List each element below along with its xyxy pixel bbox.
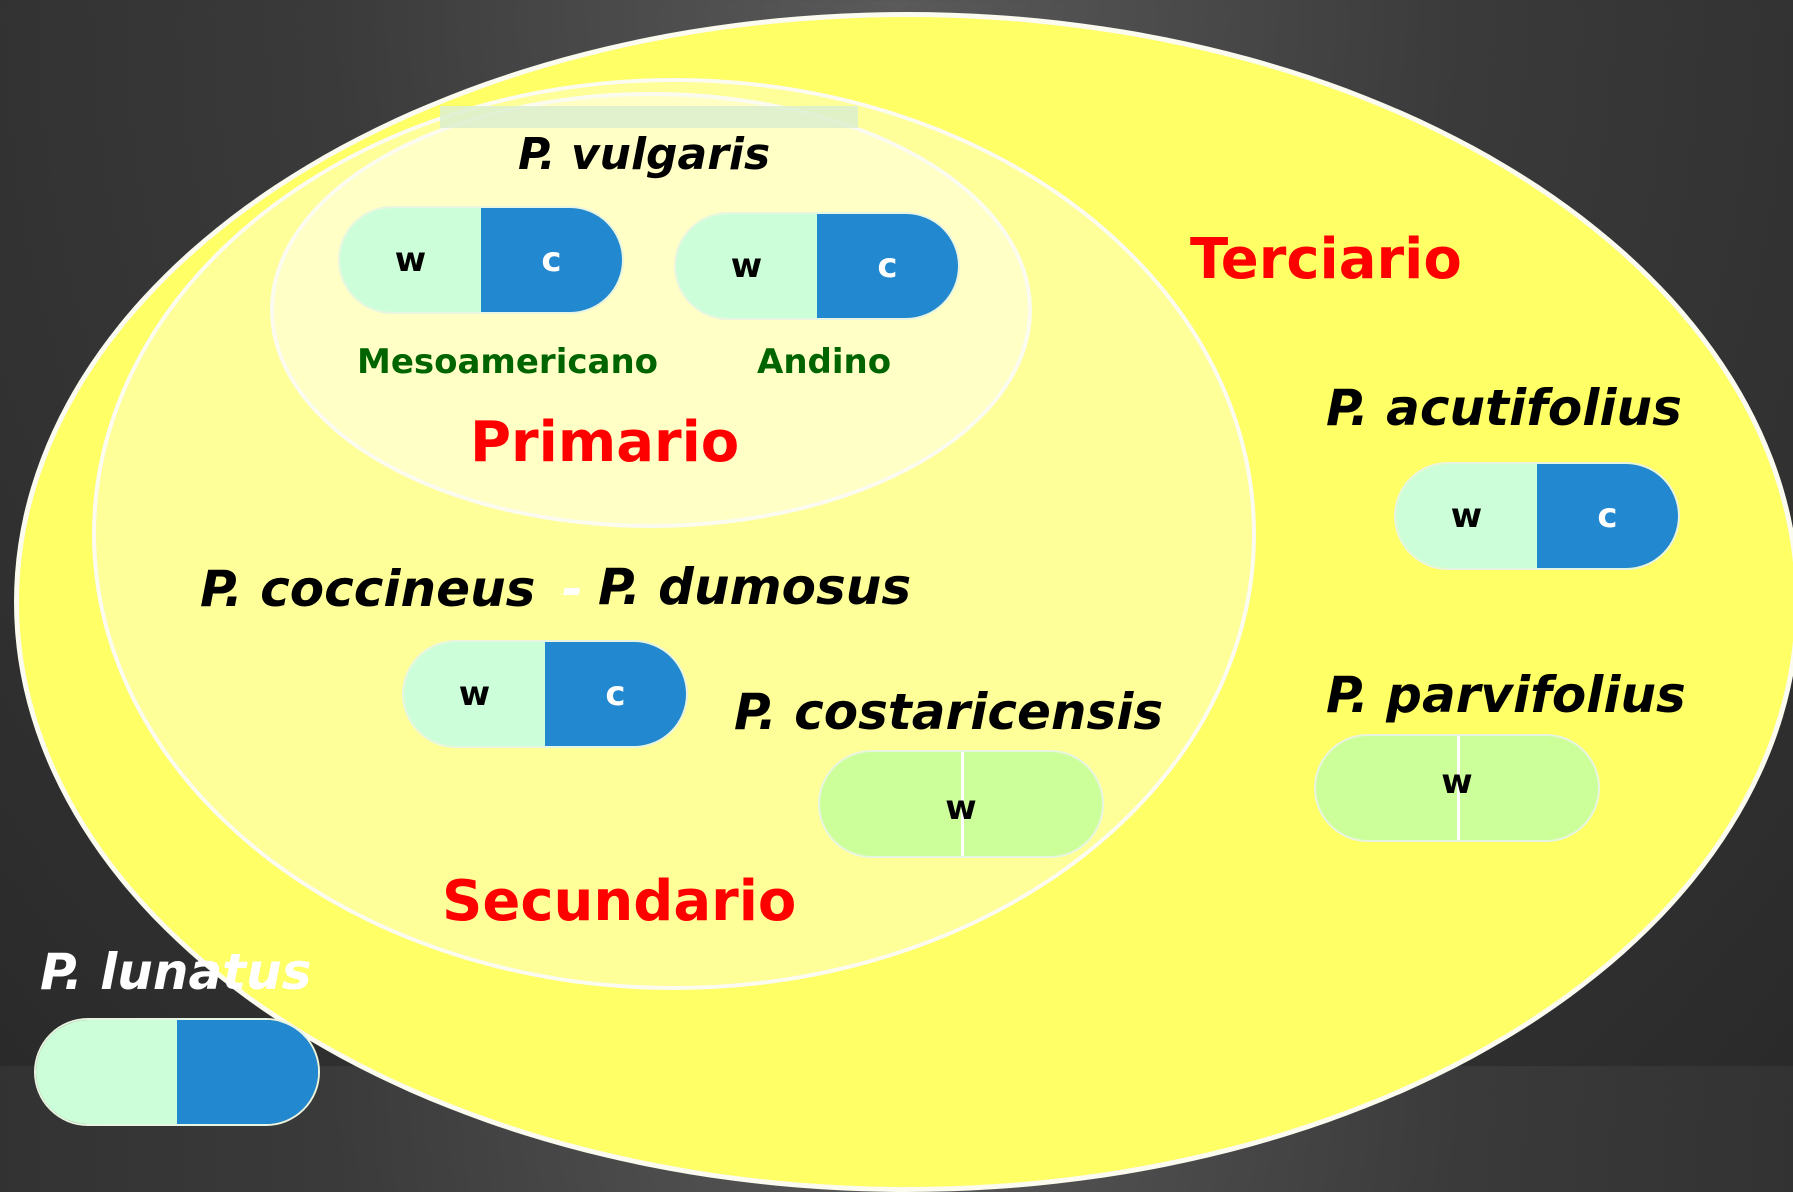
species-dumosus: P. dumosus — [598, 558, 912, 616]
pill-wild-half: w — [1396, 464, 1537, 568]
pill-vulgaris-mesoamerican: w c — [338, 206, 624, 314]
pool-label-tertiary: Terciario — [1190, 227, 1462, 292]
pill-cultivated-half: c — [545, 642, 686, 746]
pill-acutifolius: w c — [1394, 462, 1680, 570]
pill-parvifolius-wild-only: w — [1314, 734, 1600, 842]
pill-wild-label: w — [1441, 762, 1473, 802]
pill-divider — [1457, 736, 1460, 840]
species-parvifolius: P. parvifolius — [1326, 666, 1686, 724]
species-separator-dash: - — [562, 560, 583, 618]
pill-costaricensis-wild-only: w — [818, 750, 1104, 858]
species-acutifolius: P. acutifolius — [1326, 379, 1682, 437]
pool-label-primary: Primario — [470, 410, 740, 475]
species-lunatus: P. lunatus — [40, 943, 312, 1001]
pool-label-secondary: Secundario — [442, 869, 797, 934]
pill-wild-half: w — [676, 214, 817, 318]
pill-wild-half — [36, 1020, 177, 1124]
gene-pool-mesoamerican: Mesoamericano — [357, 342, 659, 382]
pill-lunatus — [34, 1018, 320, 1126]
pill-divider — [961, 752, 964, 856]
pill-cultivated-half — [177, 1020, 318, 1124]
gene-pool-andean: Andino — [757, 342, 892, 382]
species-vulgaris: P. vulgaris — [518, 129, 771, 180]
pill-vulgaris-andean: w c — [674, 212, 960, 320]
pill-cultivated-half: c — [481, 208, 622, 312]
title-highlight-bar — [440, 106, 858, 128]
pill-coccineus-dumosus: w c — [402, 640, 688, 748]
species-coccineus: P. coccineus — [200, 560, 536, 618]
species-costaricensis: P. costaricensis — [734, 683, 1164, 741]
pill-wild-half: w — [340, 208, 481, 312]
pill-cultivated-half: c — [1537, 464, 1678, 568]
pill-wild-label: w — [945, 788, 977, 828]
pill-cultivated-half: c — [817, 214, 958, 318]
pill-wild-half: w — [404, 642, 545, 746]
